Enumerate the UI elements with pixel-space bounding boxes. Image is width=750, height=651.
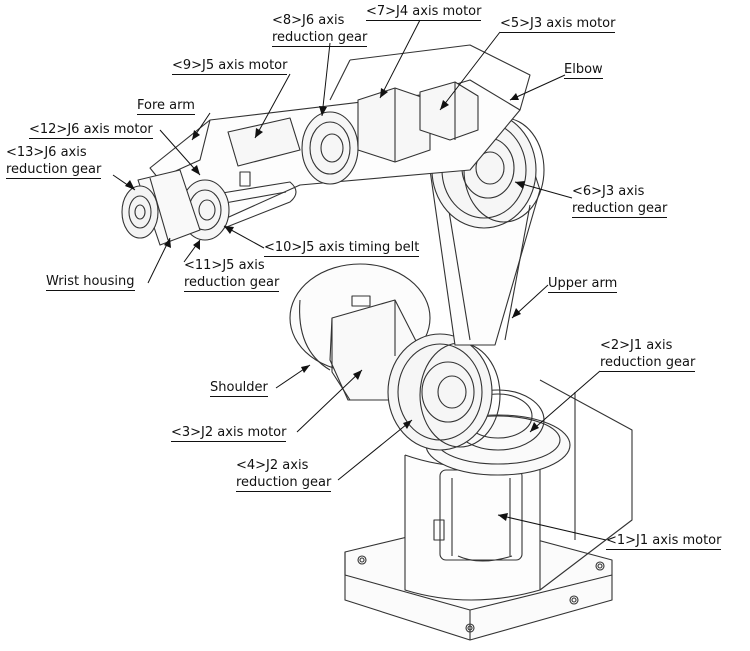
leader-j3-gear-6 bbox=[514, 181, 573, 199]
label-j1-reduction-gear-2-line1: <2>J1 axis bbox=[600, 338, 673, 353]
label-j5-reduction-gear-11-line2: reduction gear bbox=[184, 275, 280, 292]
label-j5-timing-belt-10: <10>J5 axis timing belt bbox=[264, 240, 420, 257]
label-j2-reduction-gear-4-line1: <4>J2 axis bbox=[236, 458, 309, 473]
j5-motor bbox=[227, 117, 301, 187]
leader-j6-motor-12 bbox=[159, 129, 201, 176]
label-j4-axis-motor-7: <7>J4 axis motor bbox=[366, 4, 482, 21]
label-j6-reduction-gear-8-line2: reduction gear bbox=[272, 30, 368, 47]
label-fore-arm: Fore arm bbox=[137, 98, 195, 115]
leader-j4-motor-7 bbox=[379, 19, 421, 99]
label-j3-reduction-gear-6-line2: reduction gear bbox=[572, 201, 668, 218]
label-j5-axis-motor-9: <9>J5 axis motor bbox=[172, 58, 288, 75]
leader-elbow bbox=[509, 74, 566, 101]
leader-j2-motor-3 bbox=[296, 369, 363, 433]
label-j2-reduction-gear-4-line2: reduction gear bbox=[236, 475, 332, 492]
leader-lines bbox=[112, 19, 607, 541]
leader-j5-motor-9 bbox=[254, 73, 291, 139]
j6-flange bbox=[121, 185, 159, 239]
label-j2-axis-motor-3: <3>J2 axis motor bbox=[171, 425, 287, 442]
label-upper-arm: Upper arm bbox=[548, 276, 618, 293]
j2-reduction-gear bbox=[387, 333, 501, 451]
leader-j1-gear-2 bbox=[529, 370, 601, 433]
leader-j1-motor-1 bbox=[497, 514, 607, 541]
leader-j3-motor-5 bbox=[439, 31, 501, 111]
label-j6-reduction-gear-8-line1: <8>J6 axis bbox=[272, 13, 345, 28]
label-j3-axis-motor-5: <5>J3 axis motor bbox=[500, 16, 616, 33]
j6-reduction-gear-upper bbox=[301, 111, 359, 185]
leader-j6-gear-8 bbox=[321, 42, 331, 117]
label-j5-reduction-gear-11-line1: <11>J5 axis bbox=[184, 258, 265, 273]
label-wrist-housing: Wrist housing bbox=[46, 274, 135, 291]
label-j3-reduction-gear-6-line1: <6>J3 axis bbox=[572, 184, 645, 199]
leader-j2-gear-4 bbox=[337, 419, 413, 481]
label-j6-reduction-gear-13-line2: reduction gear bbox=[6, 162, 102, 179]
label-elbow: Elbow bbox=[564, 62, 603, 79]
label-j6-reduction-gear-13-line1: <13>J6 axis bbox=[6, 145, 87, 160]
label-shoulder: Shoulder bbox=[210, 380, 268, 397]
label-j1-axis-motor-1: <1>J1 axis motor bbox=[606, 533, 722, 550]
arrowheads bbox=[125, 88, 539, 521]
label-j6-axis-motor-12: <12>J6 axis motor bbox=[29, 122, 153, 139]
label-j1-reduction-gear-2-line2: reduction gear bbox=[600, 355, 696, 372]
j4-j3-motors bbox=[357, 81, 479, 163]
